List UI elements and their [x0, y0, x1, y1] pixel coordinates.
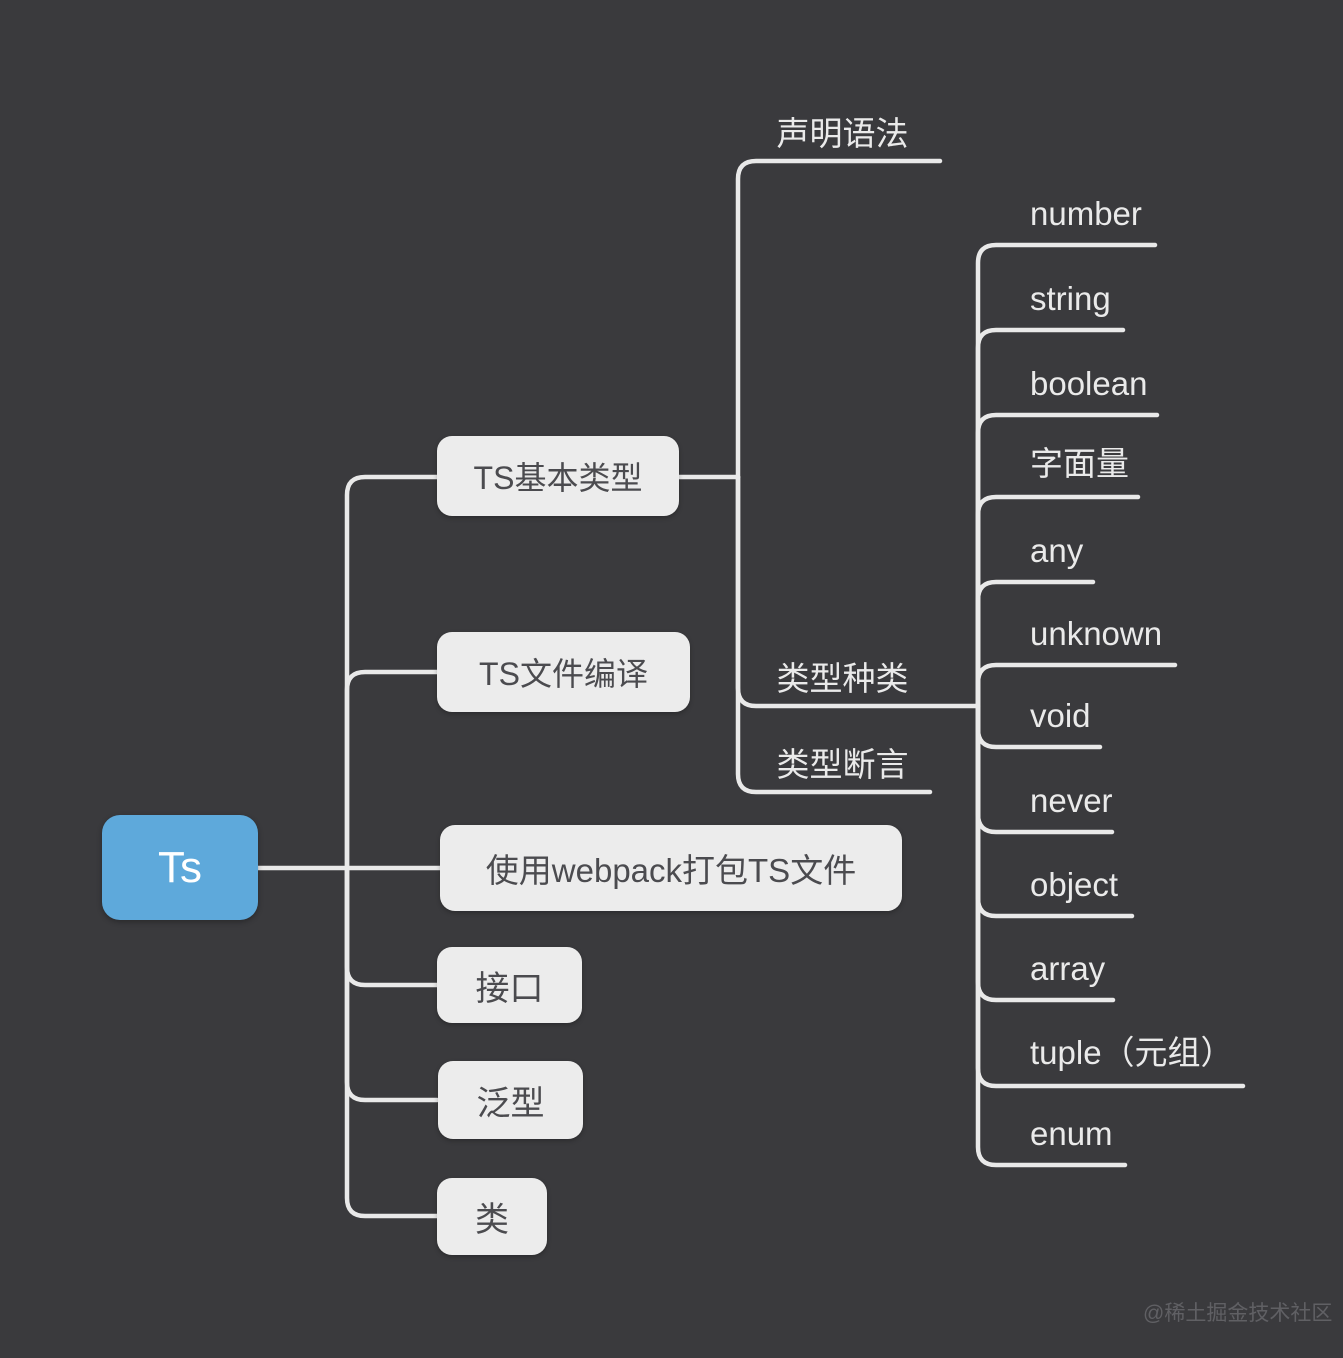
node-leaf-literal-label: 字面量	[1030, 445, 1129, 482]
node-leaf-boolean-label: boolean	[1030, 365, 1148, 402]
node-leaf-unknown[interactable]: unknown	[1030, 609, 1290, 653]
node-root-ts-label: Ts	[158, 842, 202, 892]
node-root-ts[interactable]: Ts	[102, 815, 258, 920]
edge-kinds-to-unknown	[975, 662, 1178, 709]
node-leaf-tuple[interactable]: tuple（元组）	[1030, 1030, 1290, 1074]
node-leaf-object-label: object	[1030, 866, 1119, 903]
node-leaf-array-label: array	[1030, 950, 1106, 987]
edge-basic-to-assert	[735, 474, 933, 795]
node-type-kinds-label: 类型种类	[776, 660, 909, 697]
edge-kinds-to-string	[975, 327, 1126, 709]
node-declaration-syntax[interactable]: 声明语法	[745, 109, 940, 155]
node-ts-file-compile-label: TS文件编译	[479, 656, 648, 692]
node-leaf-any-label: any	[1030, 532, 1084, 569]
node-webpack-bundle-ts-label: 使用webpack打包TS文件	[485, 852, 857, 889]
node-leaf-string-label: string	[1030, 280, 1111, 317]
node-generics[interactable]: 泛型	[438, 1061, 583, 1139]
node-leaf-never-label: never	[1030, 782, 1113, 819]
node-webpack-bundle-ts[interactable]: 使用webpack打包TS文件	[440, 825, 902, 911]
watermark: @稀土掘金技术社区	[1143, 1302, 1333, 1325]
node-ts-basic-types[interactable]: TS基本类型	[437, 436, 679, 516]
node-leaf-string[interactable]: string	[1030, 274, 1290, 318]
node-leaf-boolean[interactable]: boolean	[1030, 359, 1290, 403]
edge-kinds-to-enum	[975, 703, 1128, 1168]
node-declaration-syntax-label: 声明语法	[776, 115, 909, 152]
edge-kinds-to-any	[975, 579, 1096, 709]
node-leaf-number[interactable]: number	[1030, 189, 1290, 233]
node-generics-label: 泛型	[476, 1084, 545, 1123]
node-type-assertion[interactable]: 类型断言	[745, 740, 940, 786]
node-ts-basic-types-label: TS基本类型	[473, 460, 643, 496]
node-leaf-any[interactable]: any	[1030, 526, 1290, 570]
edge-kinds-to-literal	[975, 494, 1141, 709]
node-type-assertion-label: 类型断言	[776, 746, 909, 783]
edge-root-to-compile	[344, 669, 440, 871]
edge-root-to-iface	[344, 865, 440, 988]
edge-kinds-to-boolean	[975, 412, 1160, 709]
edge-root-to-class	[344, 865, 440, 1219]
node-leaf-object[interactable]: object	[1030, 860, 1290, 904]
node-leaf-enum[interactable]: enum	[1030, 1109, 1290, 1153]
edge-basic-to-decl	[735, 158, 943, 480]
node-leaf-enum-label: enum	[1030, 1115, 1113, 1152]
node-class[interactable]: 类	[437, 1178, 547, 1255]
node-class-label: 类	[475, 1201, 509, 1239]
node-ts-file-compile[interactable]: TS文件编译	[437, 632, 690, 712]
node-leaf-number-label: number	[1030, 195, 1142, 232]
edge-root-to-basic	[344, 474, 440, 871]
node-interface[interactable]: 接口	[437, 947, 582, 1023]
node-leaf-unknown-label: unknown	[1030, 615, 1163, 652]
node-leaf-tuple-label: tuple（元组）	[1030, 1034, 1234, 1071]
node-leaf-array[interactable]: array	[1030, 944, 1290, 988]
node-leaf-void-label: void	[1030, 697, 1091, 734]
edge-kinds-to-number	[975, 242, 1158, 709]
node-leaf-literal[interactable]: 字面量	[1030, 441, 1290, 485]
node-interface-label: 接口	[475, 969, 544, 1008]
node-leaf-void[interactable]: void	[1030, 691, 1290, 735]
node-type-kinds[interactable]: 类型种类	[745, 654, 940, 700]
node-leaf-never[interactable]: never	[1030, 776, 1290, 820]
